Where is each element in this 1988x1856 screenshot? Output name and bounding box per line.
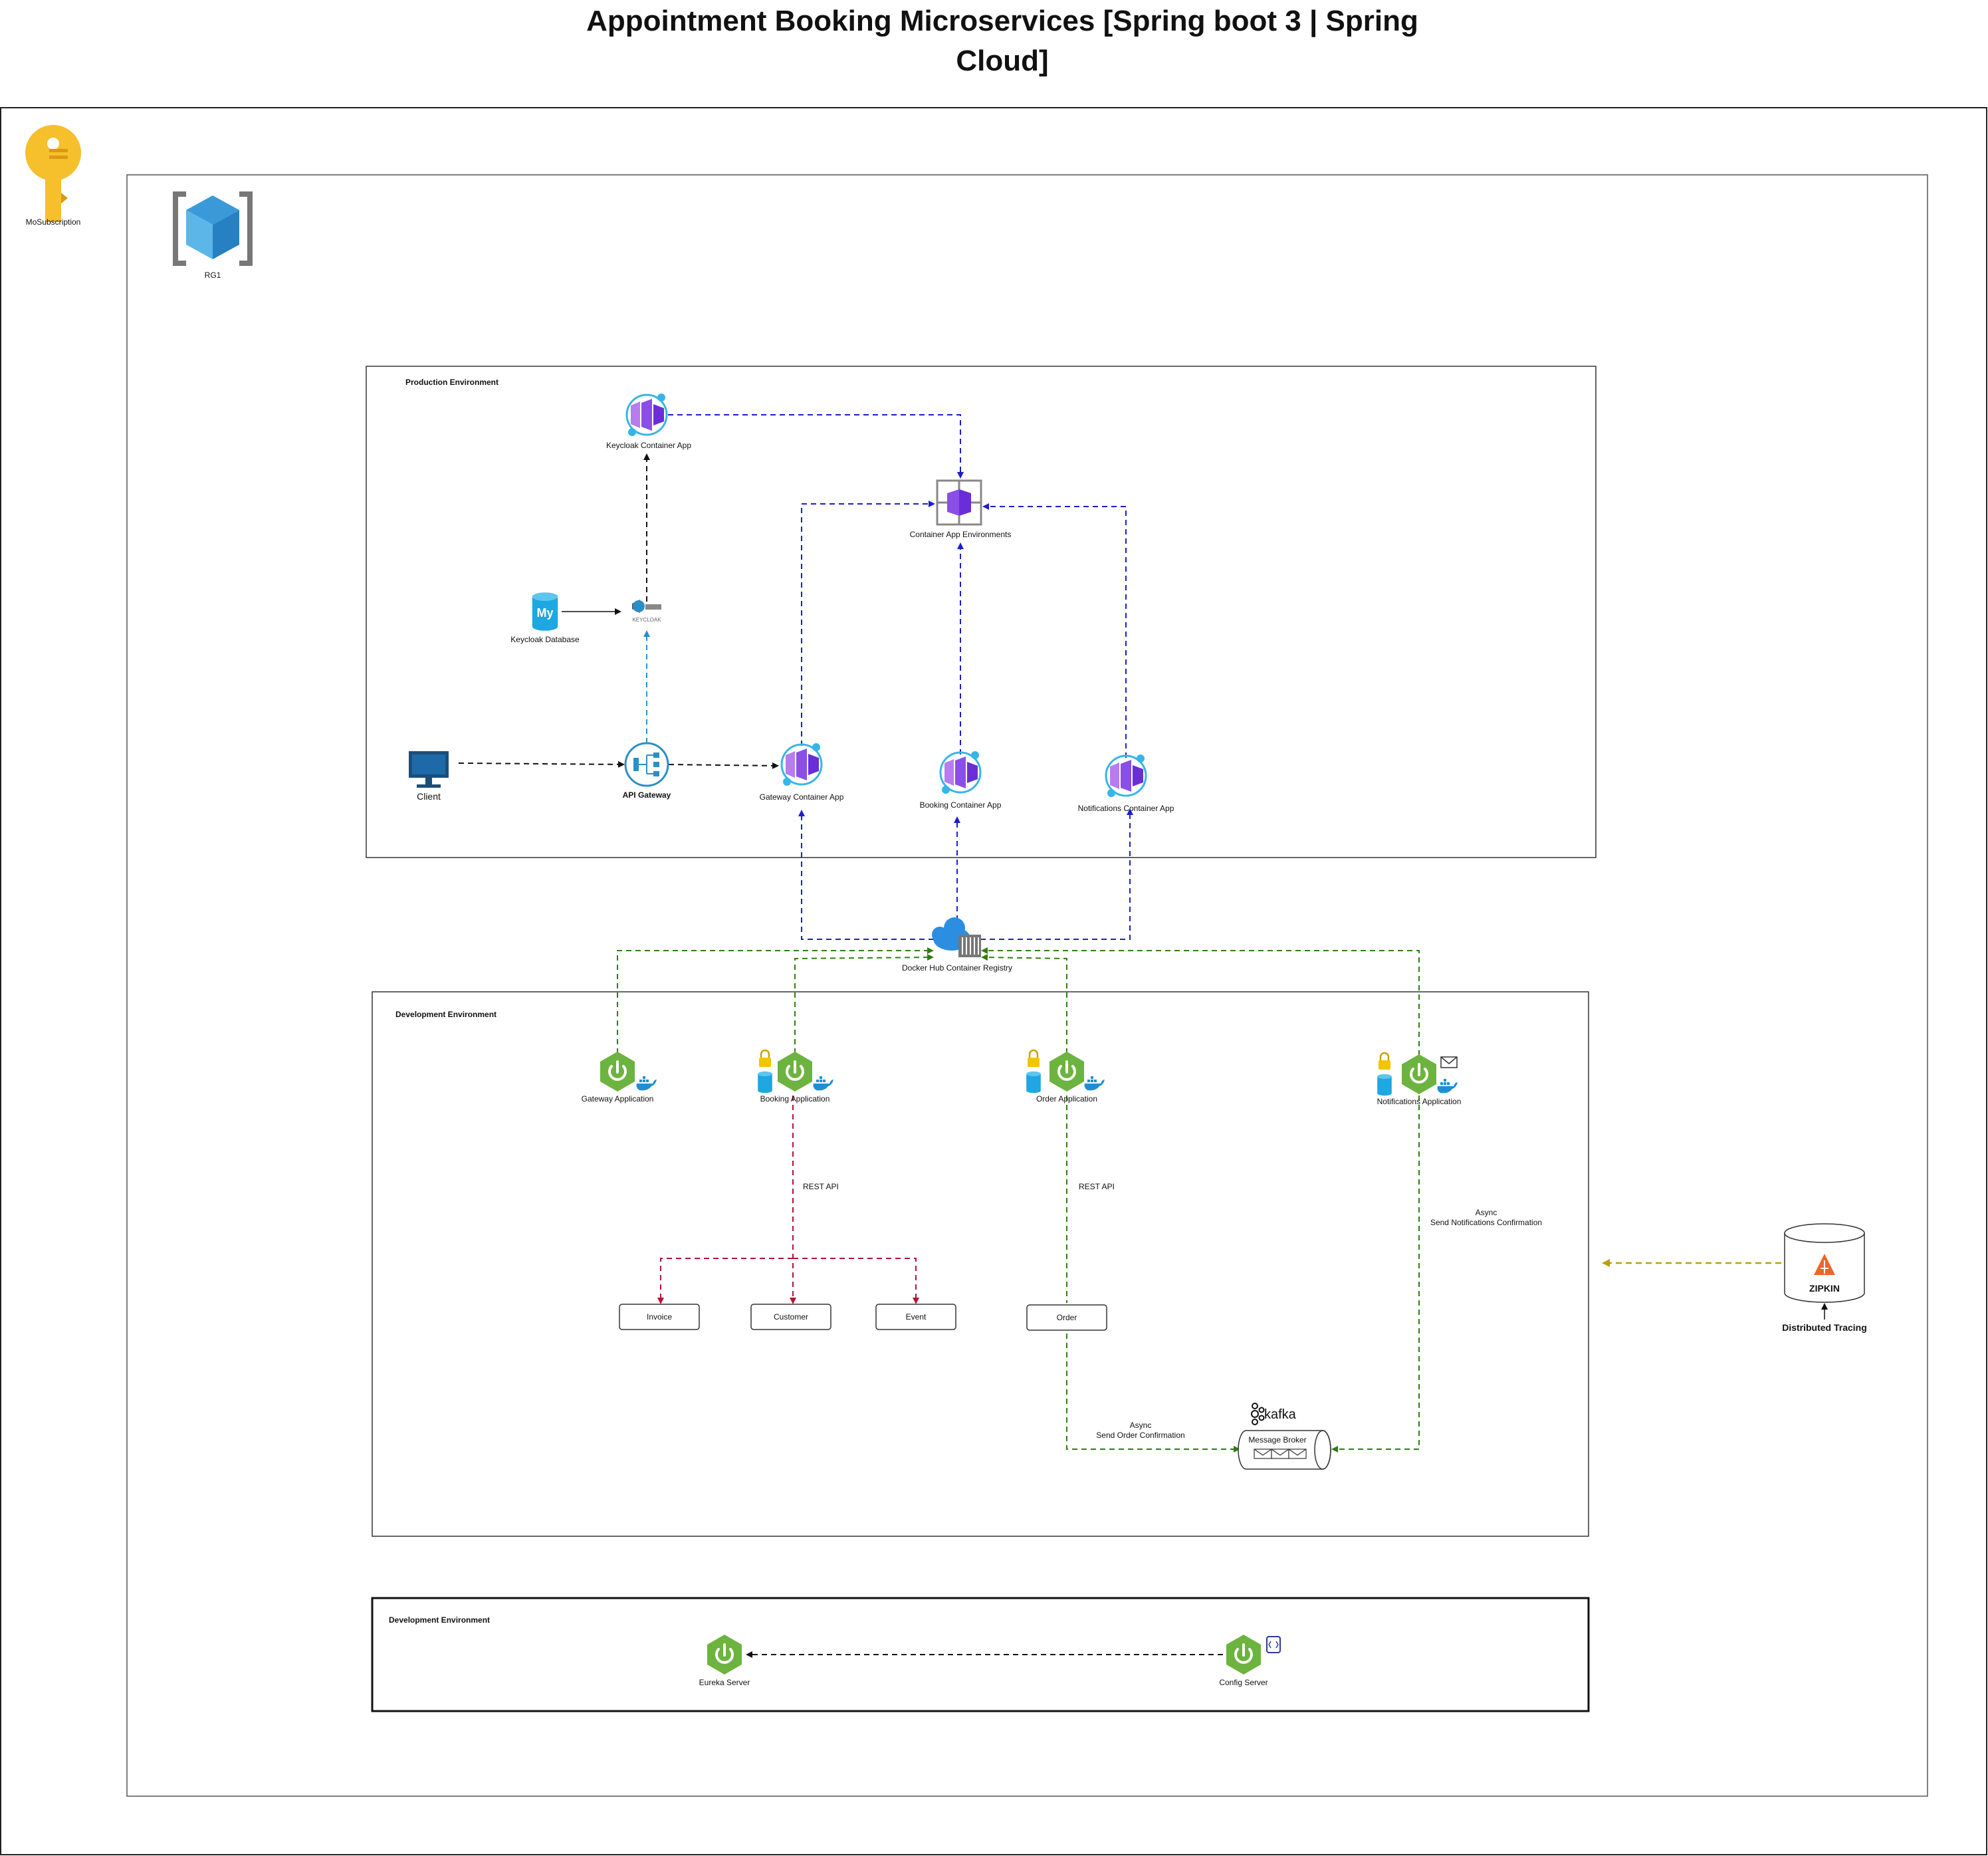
booking-container-app-icon — [939, 750, 982, 795]
customer-entity — [750, 1304, 831, 1330]
docker-icon — [1437, 1079, 1458, 1094]
message-broker-label: Message Broker — [1248, 1435, 1306, 1445]
booking-application-label: Booking Application — [760, 1094, 830, 1103]
keycloak-container-app-icon — [625, 392, 668, 437]
lock-icon — [1026, 1049, 1041, 1068]
keycloak-database-mysql-mark: My — [536, 606, 553, 620]
mysql-icon — [758, 1071, 772, 1094]
arrow-gateway-app-to-env — [801, 501, 935, 746]
subscription-container — [0, 107, 1987, 1855]
arrow-notifications-application-to-registry — [981, 947, 1420, 1056]
container-app-environments-icon — [936, 479, 982, 526]
config-server-label: Config Server — [1219, 1678, 1268, 1687]
arrow-order-to-message-broker — [1066, 1334, 1240, 1452]
api-gateway-label: API Gateway — [623, 790, 671, 800]
booking-application-icon — [776, 1050, 814, 1093]
production-environment-label: Production Environment — [405, 378, 498, 387]
gateway-container-app-label: Gateway Container App — [760, 792, 844, 802]
lock-icon — [1377, 1052, 1392, 1071]
keycloak-database-label: Keycloak Database — [510, 635, 580, 644]
diagram-title-line-1: Appointment Booking Microservices [Sprin… — [586, 5, 1418, 38]
kafka-logo-text: kafka — [1264, 1407, 1297, 1422]
docker-icon — [813, 1076, 833, 1091]
keycloak-container-app-label: Keycloak Container App — [606, 441, 691, 450]
development-environment-label: Development Environment — [395, 1010, 497, 1019]
kafka-icon — [1251, 1403, 1265, 1425]
async-order-label-1: Async — [1130, 1421, 1152, 1430]
notifications-container-app-icon — [1105, 753, 1147, 798]
order-application-label: Order Application — [1036, 1094, 1097, 1103]
api-gateway-icon — [624, 742, 669, 787]
arrow-registry-to-gateway-app — [798, 810, 934, 940]
mysql-icon — [1377, 1074, 1392, 1096]
monitor-icon — [409, 751, 449, 788]
arrow-keycloak-to-env — [668, 414, 964, 479]
order-entity-label: Order — [1057, 1313, 1077, 1322]
async-notifications-label-1: Async — [1476, 1208, 1497, 1217]
docker-hub-registry-label: Docker Hub Container Registry — [902, 963, 1012, 973]
infra-environment-box — [371, 1597, 1590, 1712]
client-label: Client — [417, 791, 441, 802]
config-file-icon — [1266, 1636, 1281, 1653]
keycloak-icon — [632, 600, 661, 613]
subscription-label: MoSubscription — [26, 217, 81, 227]
arrow-booking-application-to-registry — [794, 954, 934, 1054]
resource-group-container — [126, 174, 1928, 1797]
notifications-application-label: Notifications Application — [1377, 1097, 1462, 1106]
arrow-booking-rest-to-event — [793, 1258, 919, 1304]
keycloak-logo-text: KEYCLOAK — [632, 617, 661, 623]
eureka-server-icon — [706, 1633, 743, 1676]
envelope-icon — [1254, 1449, 1272, 1459]
booking-container-app-label: Booking Container App — [920, 800, 1002, 810]
docker-hub-registry-icon — [932, 917, 981, 957]
docker-icon — [1084, 1076, 1105, 1091]
order-entity — [1026, 1304, 1107, 1331]
invoice-entity — [619, 1304, 700, 1330]
arrow-order-application-to-registry — [981, 954, 1067, 1054]
production-environment-box — [366, 366, 1597, 858]
gateway-application-label: Gateway Application — [582, 1094, 654, 1103]
resource-group-label: RG1 — [205, 271, 221, 280]
async-notifications-label-2: Send Notifications Confirmation — [1430, 1218, 1542, 1227]
zipkin-icon — [1814, 1254, 1835, 1275]
arrow-registry-to-notifications-app — [980, 808, 1133, 940]
notifications-container-app-label: Notifications Container App — [1078, 804, 1174, 813]
arrow-booking-rest-to-invoice — [657, 1258, 793, 1304]
gateway-container-app-icon — [780, 742, 823, 787]
config-server-icon — [1225, 1633, 1262, 1676]
envelope-icon — [1271, 1449, 1289, 1459]
event-entity-label: Event — [906, 1312, 927, 1322]
arrow-notifications-to-message-broker — [1331, 1096, 1420, 1452]
event-entity — [875, 1304, 956, 1330]
arrow-client-to-api-gateway — [458, 760, 625, 768]
docker-icon — [636, 1076, 657, 1091]
envelope-icon — [1288, 1449, 1307, 1459]
arrow-api-gateway-to-gateway-app — [668, 762, 779, 769]
lock-icon — [758, 1049, 772, 1068]
development-environment-box — [372, 991, 1589, 1537]
container-app-environments-label: Container App Environments — [910, 530, 1012, 539]
gateway-application-icon — [599, 1050, 636, 1093]
invoice-entity-label: Invoice — [647, 1312, 672, 1322]
resource-group-icon — [173, 191, 253, 266]
arrow-gateway-application-to-registry — [617, 947, 934, 1054]
mysql-icon — [1026, 1071, 1041, 1094]
key-icon — [25, 125, 81, 222]
order-rest-api-label: REST API — [1079, 1182, 1115, 1191]
infra-environment-label: Development Environment — [389, 1615, 490, 1625]
booking-rest-api-label: REST API — [803, 1182, 839, 1191]
mail-icon — [1440, 1056, 1458, 1068]
eureka-server-label: Eureka Server — [699, 1678, 750, 1687]
async-order-label-2: Send Order Confirmation — [1096, 1431, 1184, 1440]
diagram-title-line-2: Cloud] — [956, 45, 1048, 77]
order-application-icon — [1048, 1050, 1085, 1093]
distributed-tracing-label: Distributed Tracing — [1782, 1322, 1867, 1333]
zipkin-label: ZIPKIN — [1809, 1283, 1840, 1294]
arrow-notifications-app-to-env — [982, 503, 1127, 758]
notifications-application-icon — [1400, 1053, 1438, 1096]
customer-entity-label: Customer — [774, 1312, 808, 1322]
